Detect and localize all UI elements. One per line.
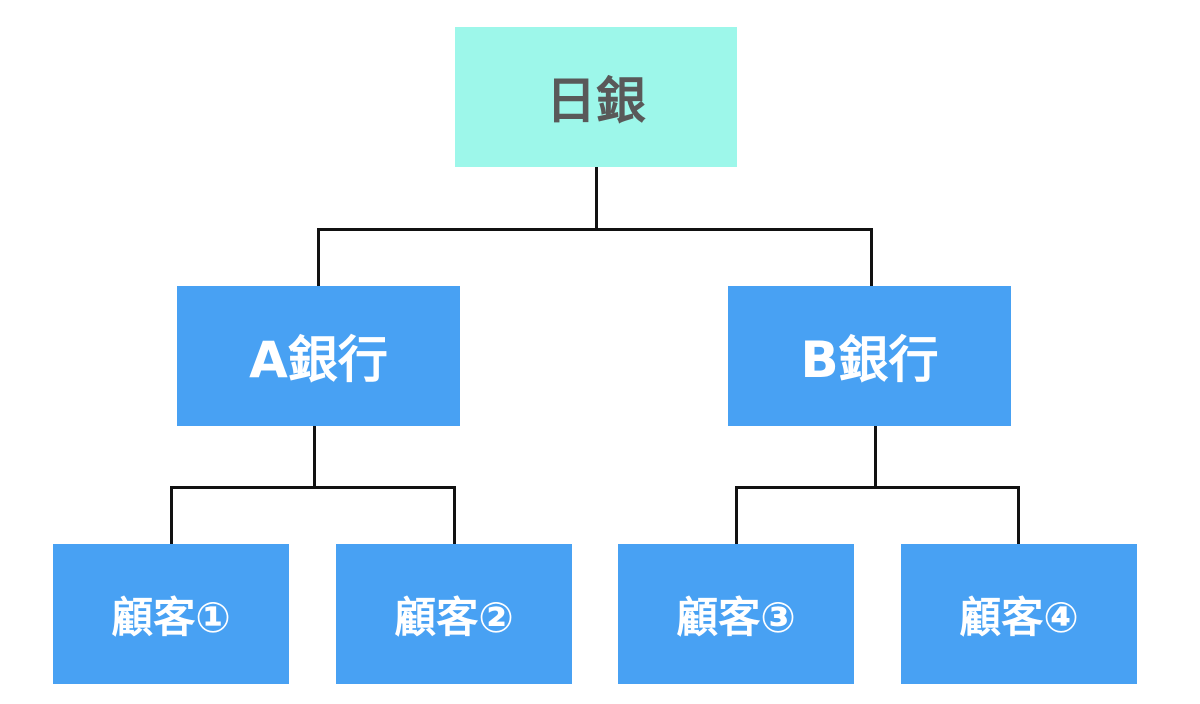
connector-bank-b-to-customer-3 — [735, 486, 738, 544]
customer-node-2: 顧客② — [336, 544, 572, 684]
customer-node-3: 顧客③ — [618, 544, 854, 684]
connector-bank-a-stem — [313, 426, 316, 487]
root-node-label: 日銀 — [546, 72, 646, 130]
connector-root-to-bank-a — [317, 228, 320, 286]
connector-bank-b-stem — [874, 426, 877, 487]
connector-bank-a-to-customer-1 — [170, 486, 173, 544]
connector-bank-b-to-customer-4 — [1017, 486, 1020, 544]
connector-root-bar — [317, 228, 873, 231]
customer-node-1: 顧客① — [53, 544, 289, 684]
connector-bank-b-bar — [735, 486, 1020, 489]
root-node-boj: 日銀 — [455, 27, 737, 167]
connector-bank-a-to-customer-2 — [453, 486, 456, 544]
customer-node-3-label: 顧客③ — [676, 592, 796, 642]
bank-node-b-label: B銀行 — [800, 331, 939, 389]
bank-node-a-label: A銀行 — [249, 331, 388, 389]
customer-node-4: 顧客④ — [901, 544, 1137, 684]
customer-node-2-label: 顧客② — [394, 592, 514, 642]
connector-root-to-bank-b — [870, 228, 873, 286]
customer-node-1-label: 顧客① — [111, 592, 231, 642]
bank-node-b: B銀行 — [728, 286, 1011, 426]
connector-bank-a-bar — [170, 486, 456, 489]
customer-node-4-label: 顧客④ — [959, 592, 1079, 642]
bank-node-a: A銀行 — [177, 286, 460, 426]
connector-root-stem — [595, 167, 598, 229]
